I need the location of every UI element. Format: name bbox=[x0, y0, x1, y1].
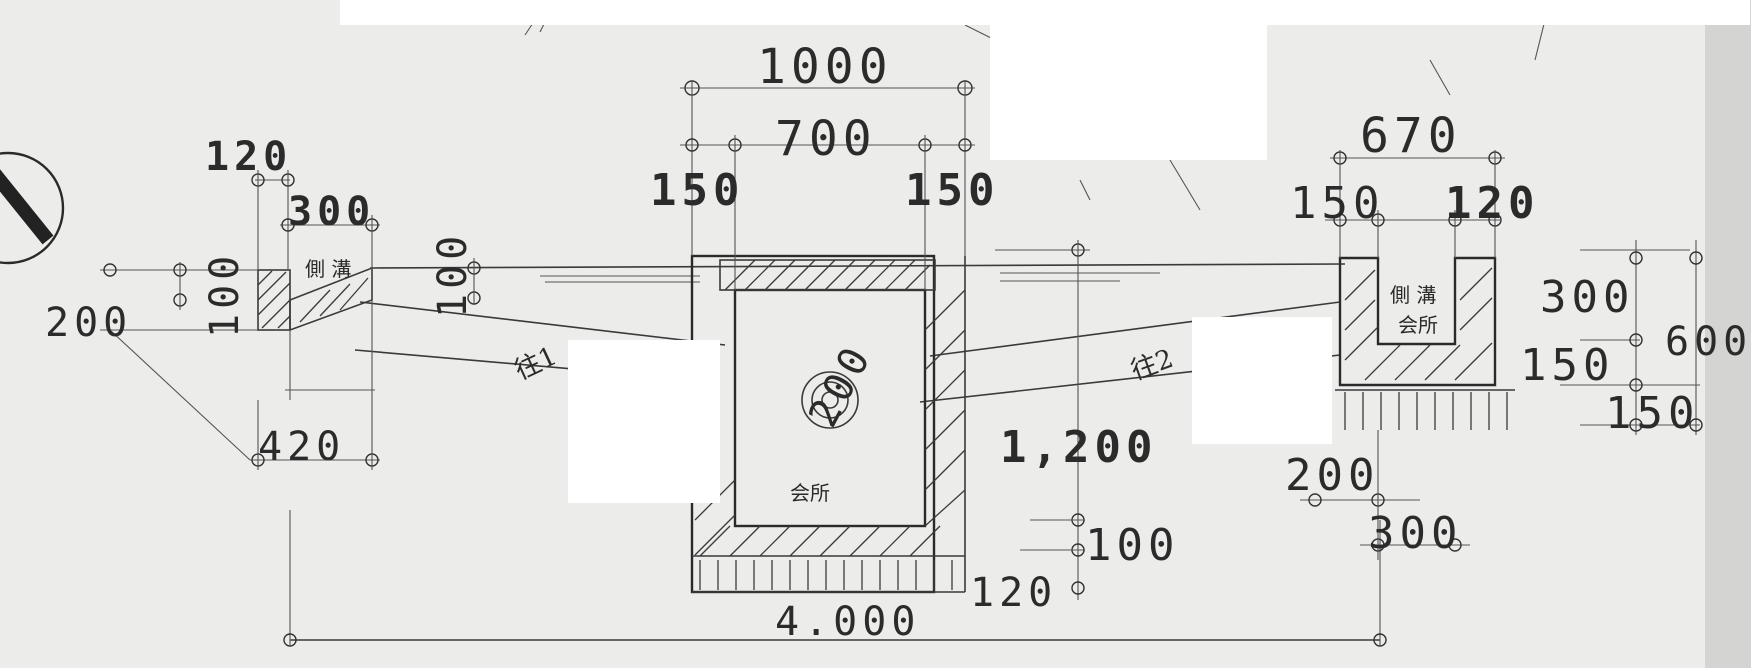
dim-120-right-wall: 120 bbox=[1445, 178, 1539, 229]
overall-dimension-line bbox=[283, 510, 1387, 647]
dim-600-right: 600 bbox=[1665, 319, 1751, 365]
left-gutter bbox=[257, 266, 375, 400]
dim-100-vertical-left: 100 bbox=[202, 251, 248, 338]
dim-150-right-wall: 150 bbox=[1290, 178, 1384, 229]
scan-edge bbox=[1705, 0, 1751, 668]
dim-150-center-left: 150 bbox=[650, 165, 744, 216]
right-gutter bbox=[1335, 256, 1515, 430]
redaction-right bbox=[1192, 317, 1332, 444]
dim-420-left: 420 bbox=[258, 424, 345, 470]
dim-120-center: 120 bbox=[970, 570, 1057, 616]
dim-200-center: 200 bbox=[800, 336, 882, 435]
dim-700: 700 bbox=[775, 111, 877, 167]
left-dimension-marks bbox=[100, 170, 481, 470]
dim-1200: 1,200 bbox=[1000, 422, 1157, 473]
pipe-line-right-top bbox=[929, 301, 1341, 357]
left-gutter-label: 側 溝 bbox=[305, 257, 351, 281]
dim-120-left: 120 bbox=[205, 134, 292, 180]
right-gutter-label: 側 溝 bbox=[1390, 283, 1436, 307]
annotation-scribbles bbox=[524, 19, 1546, 211]
dim-4000-overall: 4.000 bbox=[775, 599, 920, 645]
dim-300-left: 300 bbox=[288, 189, 375, 235]
redaction-left bbox=[568, 340, 720, 503]
right-dimension-marks bbox=[1300, 150, 1703, 560]
center-dimension-marks bbox=[680, 80, 1090, 600]
section-marker-icon bbox=[0, 151, 65, 265]
dim-200-right: 200 bbox=[1285, 450, 1379, 501]
dim-150-center-right: 150 bbox=[905, 165, 999, 216]
dim-300-right: 300 bbox=[1540, 272, 1634, 323]
slope-right-label: 往2 bbox=[1127, 344, 1177, 387]
center-basin-label: 会所 bbox=[790, 481, 830, 505]
right-basin-label: 会所 bbox=[1398, 313, 1438, 337]
pipe-line-left-top bbox=[359, 301, 726, 346]
dim-670: 670 bbox=[1360, 108, 1462, 164]
dim-150-right-a: 150 bbox=[1520, 340, 1614, 391]
dim-1000: 1000 bbox=[757, 39, 893, 95]
water-level-line bbox=[369, 263, 1346, 269]
dim-200-left: 200 bbox=[45, 300, 132, 346]
redaction-top-center bbox=[990, 0, 1267, 160]
dim-100-center: 100 bbox=[1085, 520, 1179, 571]
dim-100-slope-left: 100 bbox=[430, 231, 476, 318]
dim-150-right-b: 150 bbox=[1605, 388, 1699, 439]
dim-300-right-bottom: 300 bbox=[1368, 508, 1462, 559]
slope-left-label: 往1 bbox=[510, 341, 561, 386]
